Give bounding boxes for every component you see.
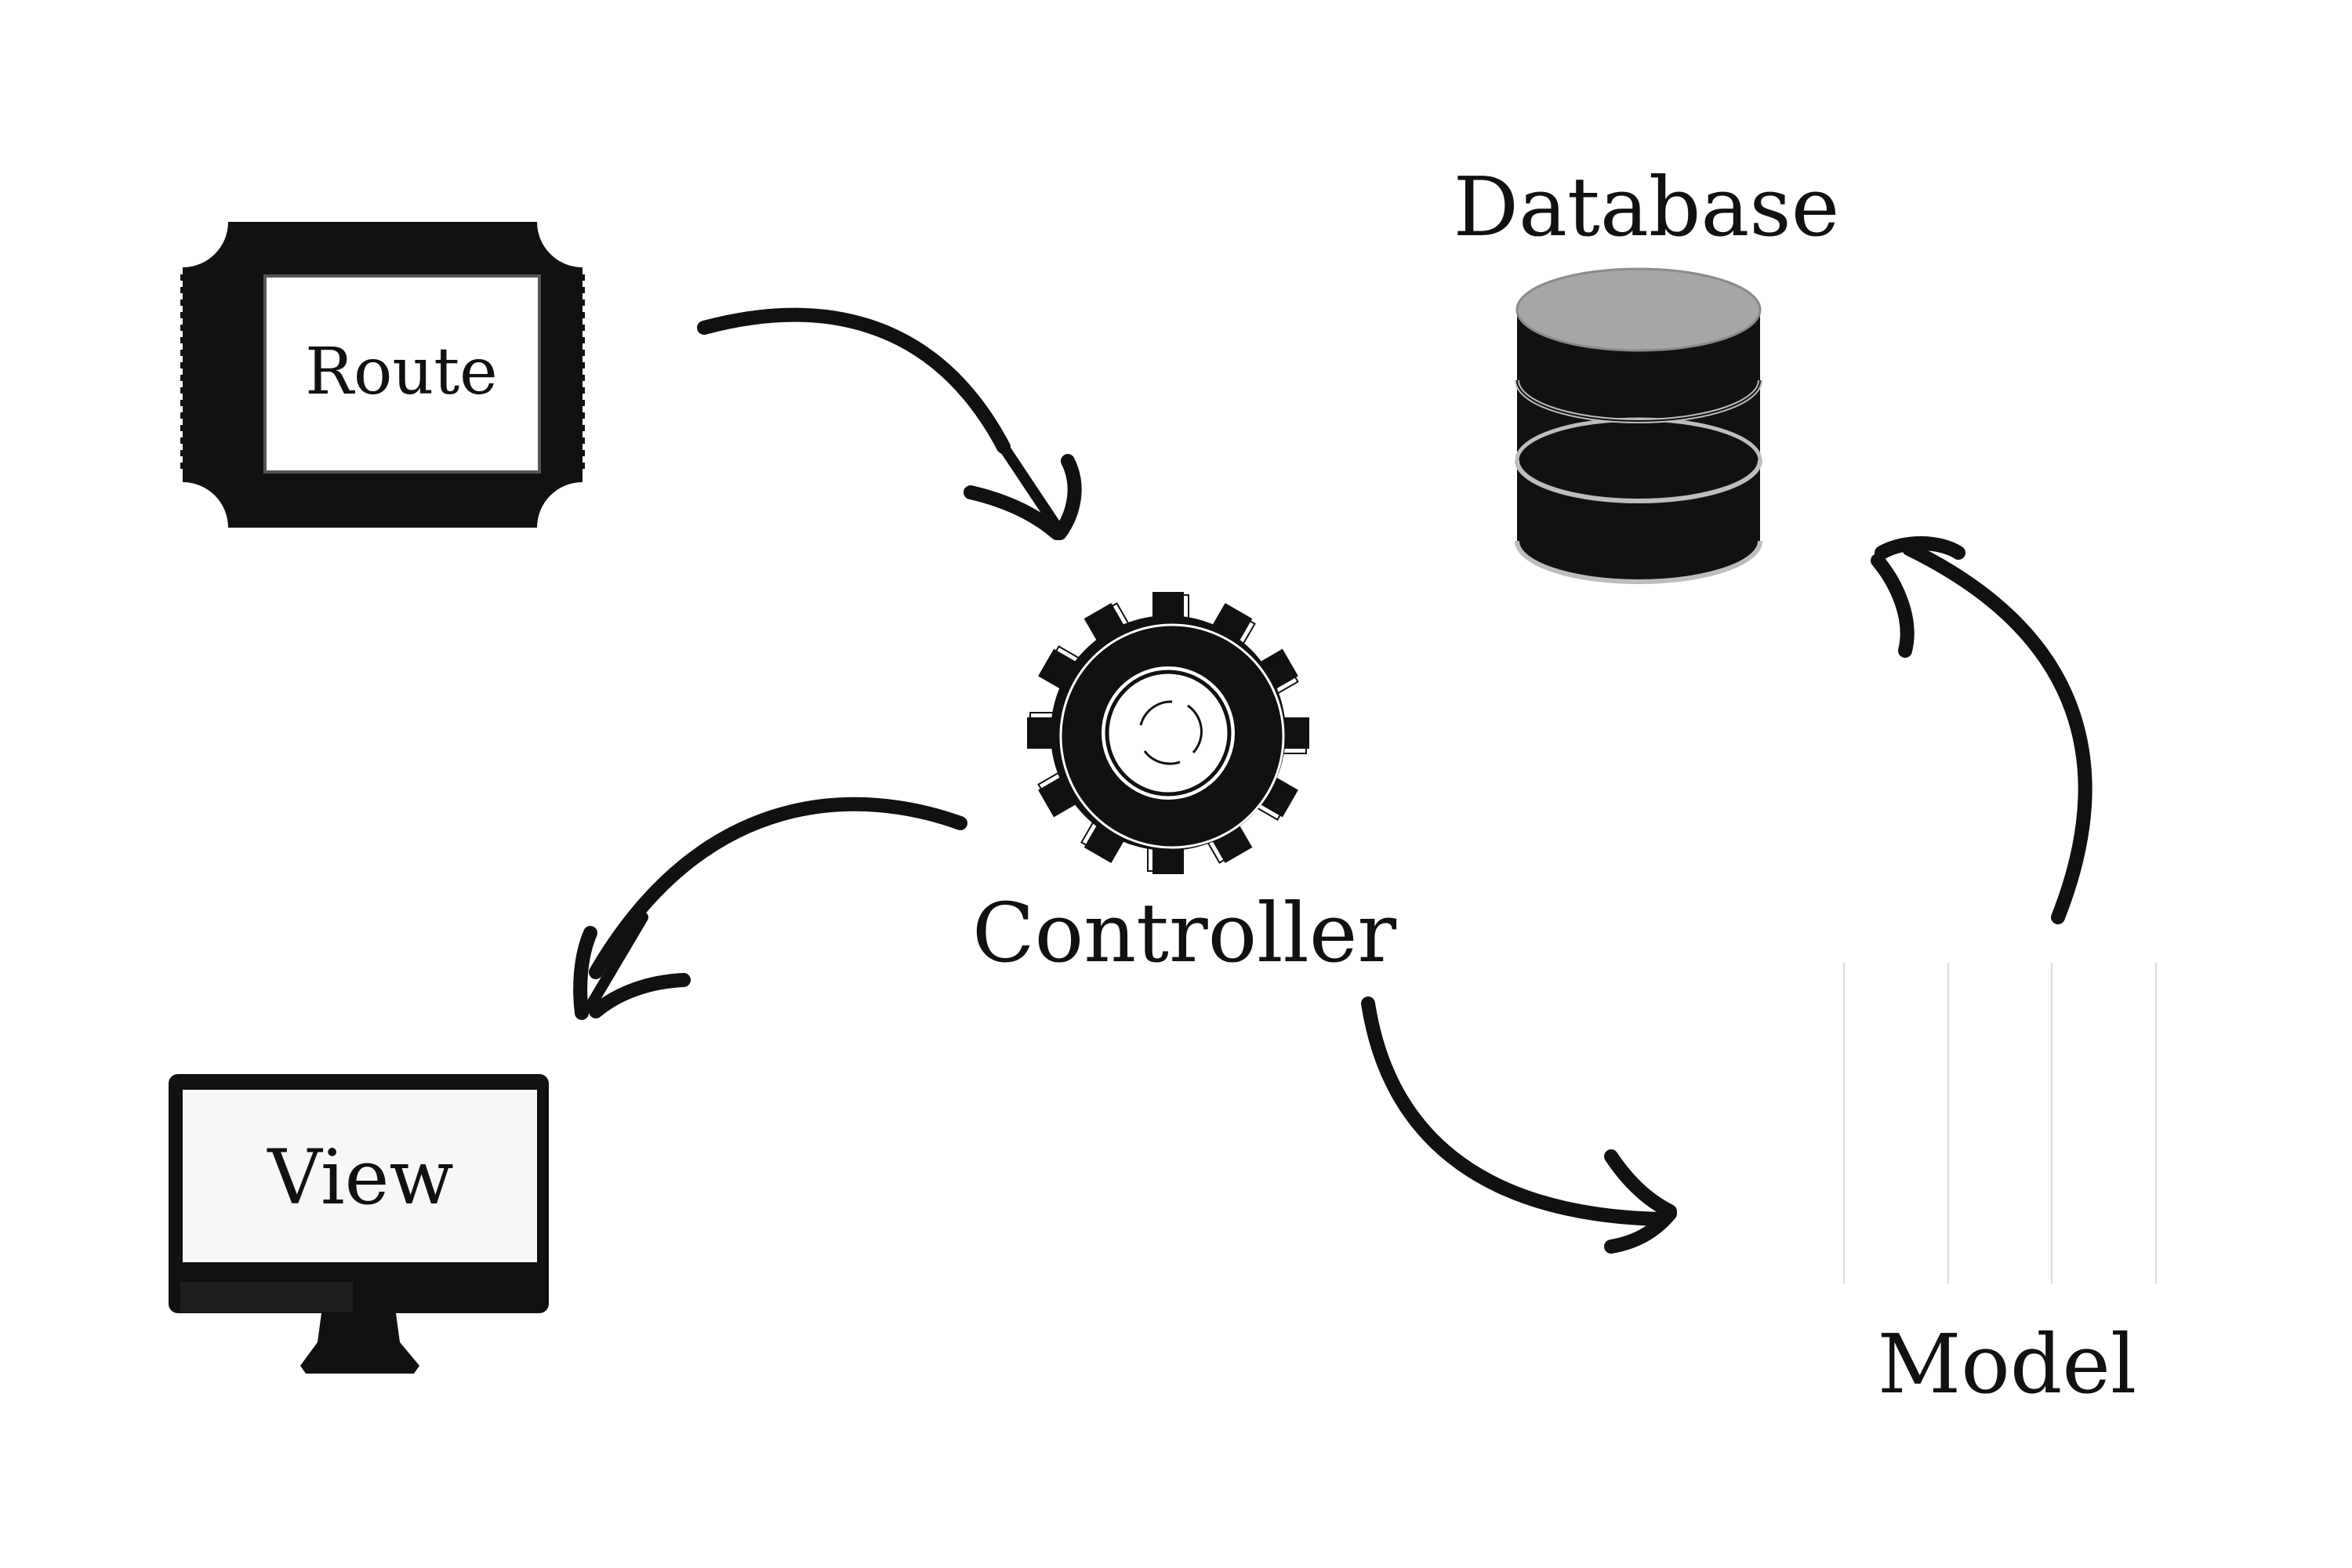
perforation-tick: [577, 362, 585, 368]
perforation-tick: [577, 274, 585, 281]
perforation-tick: [180, 375, 188, 381]
grid-inner-lines: [1843, 963, 2157, 1284]
route-ticket-icon: [180, 222, 585, 528]
perforation-tick: [180, 274, 188, 281]
perforation-tick: [180, 463, 188, 469]
perforation-tick: [577, 387, 585, 394]
perforation-tick: [577, 400, 585, 406]
perforation-tick: [577, 299, 585, 306]
arrow-controller-to-view: [573, 797, 967, 1020]
perforation-tick: [180, 337, 188, 343]
perforation-tick: [180, 412, 188, 419]
perforation-tick: [180, 299, 188, 306]
gear-icon: [1027, 592, 1309, 874]
perforation-tick: [180, 437, 188, 444]
perforation-tick: [577, 325, 585, 331]
perforation-tick: [180, 400, 188, 406]
perforation-tick: [577, 463, 585, 469]
perforation-tick: [180, 350, 188, 356]
perforation-tick: [577, 450, 585, 456]
perforation-tick: [180, 325, 188, 331]
perforation-tick: [577, 425, 585, 431]
database-cylinder-icon: [1515, 267, 1762, 584]
perforation-tick: [577, 287, 585, 293]
perforation-tick: [180, 312, 188, 318]
database-label: Database: [1453, 159, 1840, 255]
perforation-tick: [577, 412, 585, 419]
grid-icon: [1838, 963, 2162, 1284]
view-label: View: [267, 1134, 454, 1221]
perforation-tick: [577, 312, 585, 318]
perforation-tick: [180, 362, 188, 368]
perforation-tick: [577, 375, 585, 381]
perforation-tick: [577, 437, 585, 444]
model-label: Model: [1877, 1316, 2137, 1412]
perforation-tick: [577, 337, 585, 343]
perforation-tick: [180, 425, 188, 431]
perforation-tick: [180, 287, 188, 293]
route-label: Route: [305, 335, 498, 409]
perforation-tick: [180, 387, 188, 394]
monitor-icon: [169, 1074, 549, 1374]
perforation-tick: [577, 350, 585, 356]
controller-label: Controller: [972, 885, 1397, 981]
arrow-route-to-controller: [697, 307, 1082, 540]
arrow-model-to-database: [1871, 536, 2092, 924]
perforation-tick: [180, 450, 188, 456]
arrow-controller-to-model: [1361, 996, 1677, 1254]
